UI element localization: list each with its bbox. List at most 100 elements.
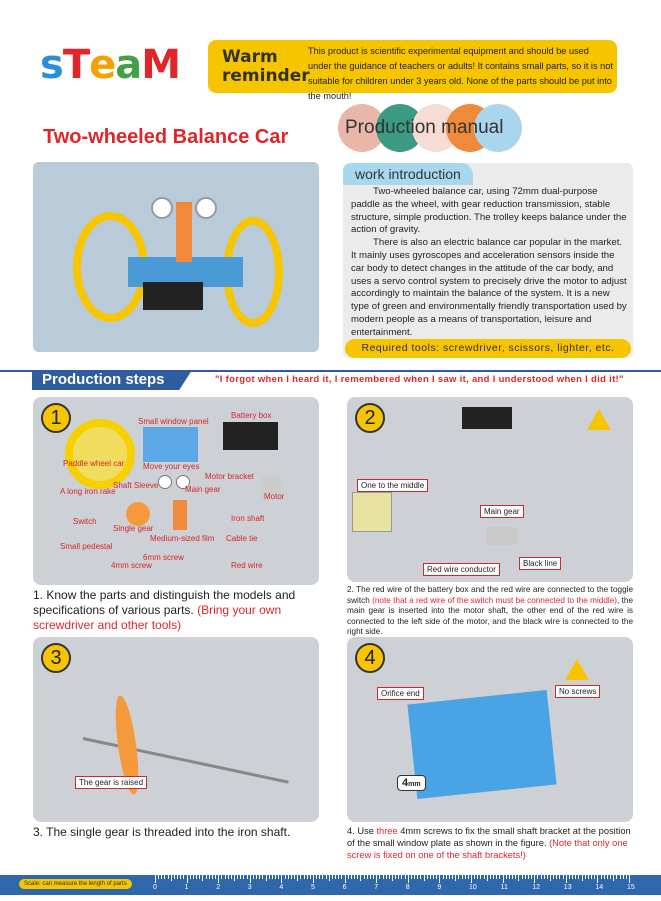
ruler-tick <box>167 875 169 879</box>
ruler-number: 10 <box>469 884 477 891</box>
diagram-label: One to the middle <box>357 479 429 492</box>
ruler-tick <box>587 875 589 879</box>
diagram-label: Main gear <box>480 505 524 518</box>
ruler-tick <box>546 875 548 879</box>
ruler-tick <box>246 875 248 879</box>
ruler-tick <box>426 875 428 879</box>
ruler-tick <box>155 875 156 883</box>
ruler-tick <box>559 875 561 879</box>
ruler: Scale: can measure the length of parts 0… <box>0 875 661 895</box>
caption-text: 2. The red wire of the battery box and t… <box>347 585 633 605</box>
ruler-tick <box>199 875 201 879</box>
ruler-tick <box>328 875 330 881</box>
ruler-tick <box>499 875 501 879</box>
ruler-tick <box>572 875 574 879</box>
screw-unit: mm <box>408 781 421 788</box>
ruler-tick <box>183 875 185 879</box>
ruler-tick <box>240 875 242 879</box>
ruler-tick <box>316 875 318 879</box>
ruler-tick <box>275 875 277 879</box>
ruler-tick <box>331 875 333 879</box>
ruler-tick <box>600 875 602 879</box>
production-steps-heading: Production steps <box>32 370 192 390</box>
diagram-label: Red wire conductor <box>423 563 500 576</box>
ruler-tick <box>483 875 485 879</box>
step4-panel: 4 Orifice end No screws 4mm <box>347 637 633 822</box>
part-label: 4mm screw <box>111 561 152 570</box>
step1-caption: 1. Know the parts and distinguish the mo… <box>33 588 323 633</box>
ruler-tick <box>379 875 381 879</box>
ruler-tick <box>161 875 163 879</box>
ruler-tick <box>177 875 179 879</box>
intro-paragraph: Two-wheeled balance car, using 72mm dual… <box>351 186 627 236</box>
ruler-tick <box>278 875 280 879</box>
ruler-tick <box>556 875 558 879</box>
ruler-tick <box>480 875 482 879</box>
part-label: Iron shaft <box>231 514 265 523</box>
ruler-tick <box>350 875 352 879</box>
ruler-tick <box>256 875 258 879</box>
step4-caption: 4. Use three 4mm screws to fix the small… <box>347 825 633 861</box>
ruler-tick <box>464 875 466 879</box>
ruler-number: 12 <box>532 884 540 891</box>
ruler-tick <box>227 875 229 879</box>
part-label: Paddle wheel car <box>63 459 125 468</box>
ruler-tick <box>338 875 340 879</box>
ruler-tick <box>205 875 207 879</box>
step-number: 4 <box>355 643 385 673</box>
ruler-tick <box>357 875 359 879</box>
ruler-tick <box>474 875 476 879</box>
ruler-tick <box>471 875 472 883</box>
ruler-tick <box>606 875 608 879</box>
ruler-tick <box>433 875 435 879</box>
ruler-number: 9 <box>437 884 442 891</box>
ruler-tick <box>224 875 226 879</box>
ruler-tick <box>568 875 570 879</box>
caption-highlight: three <box>376 826 398 836</box>
ruler-number: 6 <box>342 884 347 891</box>
ruler-tick <box>322 875 324 879</box>
decor-circle <box>474 104 522 152</box>
ruler-tick <box>622 875 624 879</box>
caption-text: , the main gear is inserted into the mot… <box>347 595 634 637</box>
ruler-tick <box>502 875 504 883</box>
step2-caption: 2. The red wire of the battery box and t… <box>347 585 633 638</box>
ruler-tick <box>619 875 621 879</box>
ruler-tick <box>259 875 261 879</box>
ruler-tick <box>202 875 204 881</box>
ruler-tick <box>354 875 356 879</box>
ruler-tick <box>553 875 555 879</box>
ruler-tick <box>518 875 520 881</box>
ruler-tick <box>180 875 182 879</box>
ruler-tick <box>237 875 239 879</box>
ruler-tick <box>515 875 517 879</box>
ruler-tick <box>531 875 533 879</box>
ruler-tick <box>158 875 160 879</box>
diagram-label: Orifice end <box>377 687 424 700</box>
step1-panel: 1 Small window panel Battery box Paddle … <box>33 397 319 585</box>
ruler-tick <box>243 875 245 879</box>
caption-text: 4. Use <box>347 826 377 836</box>
ruler-tick <box>385 875 387 879</box>
ruler-tick <box>543 875 545 879</box>
ruler-number: 7 <box>374 884 379 891</box>
divider <box>0 370 661 390</box>
ruler-tick <box>578 875 580 879</box>
ruler-tick <box>584 875 586 879</box>
step3-panel: 3 The gear is raised <box>33 637 319 822</box>
ruler-tick <box>290 875 292 879</box>
intro-heading: work introduction <box>343 163 473 185</box>
warning-icon <box>587 409 611 430</box>
ruler-tick <box>410 875 412 879</box>
ruler-tick <box>452 875 454 879</box>
ruler-tick <box>597 875 599 883</box>
ruler-tick <box>486 875 488 881</box>
production-manual-label: Production manual <box>345 117 504 138</box>
required-tools: Required tools: screwdriver, scissors, l… <box>345 339 631 358</box>
ruler-tick <box>461 875 463 879</box>
part-label: Move your eyes <box>143 462 200 471</box>
ruler-tick <box>360 875 362 881</box>
ruler-tick <box>575 875 577 879</box>
ruler-tick <box>284 875 286 879</box>
